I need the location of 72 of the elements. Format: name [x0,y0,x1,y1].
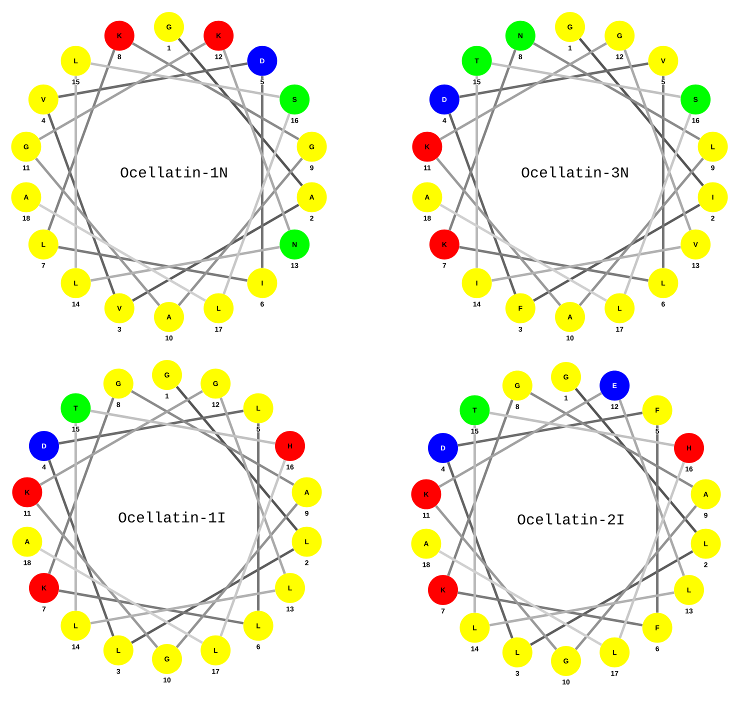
helix-connector [58,62,248,98]
helix-connector [90,246,280,282]
helix-connector [40,390,204,486]
helix-connector [132,204,300,302]
helix-connector [473,425,476,613]
helix-connector [178,158,303,306]
helix-connector [492,246,681,282]
wheel-title: Ocellatin-3N [522,166,628,178]
helix-connector [260,76,264,268]
helix-connector [438,392,602,488]
helix-connector [656,425,659,613]
helix-connector [47,50,116,231]
helix-connector [438,550,602,646]
helix-connector [435,505,558,650]
helix-connector [618,462,685,639]
helix-connector [574,505,697,650]
helix-connector [58,589,244,624]
wheel-title: Ocellatin-1N [120,166,227,178]
helix-connector [476,76,478,268]
helix-connector [578,158,704,306]
helix-connector [130,390,294,486]
helix-connector [74,76,78,268]
helix-connector [90,62,280,98]
helix-connector [440,42,608,140]
helix-connector [440,204,608,302]
helix-connector [624,113,692,294]
wheel-title: Ocellatin-2I [518,514,624,524]
helix-connector [618,399,685,576]
helix-connector [38,204,206,302]
helix-connector [436,158,562,306]
helix-connector [532,42,700,140]
helix-connector [530,392,694,488]
helix-connector [90,410,276,445]
helix-connector [530,550,694,646]
helix-connector [40,548,204,644]
helix-connector [489,591,674,626]
helix-connector [459,62,648,98]
helix-connector [58,246,248,282]
helix-connector [176,386,298,531]
helix-connector [574,388,697,533]
helix-connector [222,50,291,231]
helix-connector [58,410,244,445]
helix-connector [448,50,516,231]
helix-connector [447,462,514,639]
helix-connector [447,399,514,576]
helix-connector [38,42,206,140]
helix-connector [257,423,260,611]
helix-connector [220,397,286,574]
helix-connector [48,460,114,637]
helix-connector [132,42,300,140]
helix-connector [222,113,291,294]
helix-connector [458,412,643,447]
helix-connector [532,204,700,302]
helix-connector [176,503,298,648]
helix-connector [492,62,681,98]
helix-connector [178,38,303,186]
helix-connector [448,113,516,294]
helix-connector [130,548,294,644]
helix-connector [459,246,648,282]
helix-connector [74,423,77,611]
helix-connector [36,503,158,648]
helix-connector [458,591,643,626]
helix-connector [489,412,674,447]
helix-connector [578,38,704,186]
helix-connector [662,76,664,268]
wheel-title: Ocellatin-1I [118,512,224,522]
helix-connector [90,589,276,624]
helix-connector [47,113,116,294]
helix-connector [48,397,114,574]
helix-connector [624,50,692,231]
helix-connector [35,158,160,306]
helix-connector [220,460,286,637]
